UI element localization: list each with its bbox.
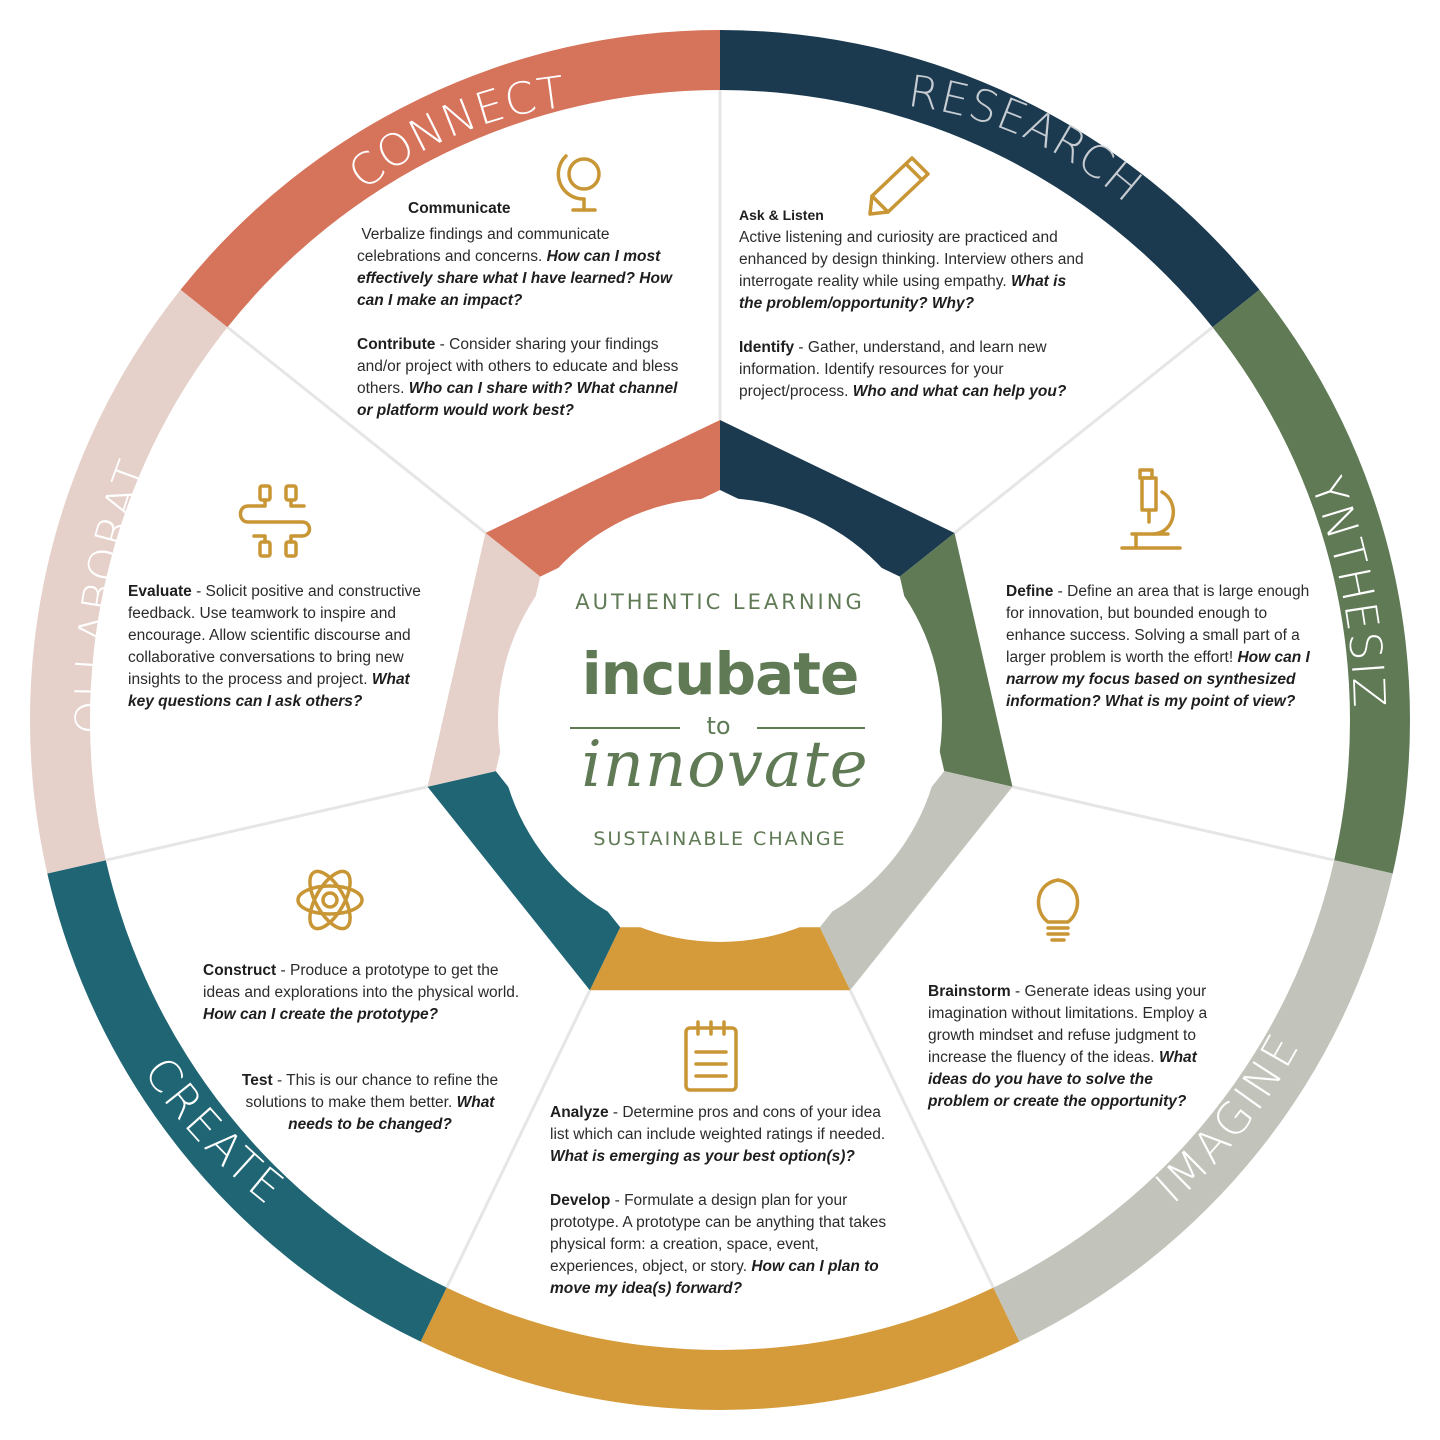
microscope-icon [1118, 468, 1184, 552]
communicate-body: Verbalize findings and communicate celeb… [357, 226, 610, 265]
hub-segment-create [427, 771, 621, 991]
lightbulb-icon [1030, 874, 1086, 946]
develop-title: Develop [550, 1192, 611, 1209]
evaluate-body: - Solicit positive and constructive feed… [128, 583, 421, 688]
hub-segment-research [720, 420, 955, 577]
test-question: What needs to be changed? [288, 1094, 495, 1133]
ring-segment-plan [420, 1287, 1020, 1410]
center-to: to [706, 712, 731, 740]
ring-label-plan: PLAN [657, 1014, 783, 1068]
atom-icon [294, 864, 366, 936]
ring-segment-collaborate [29, 289, 228, 874]
develop-body: - Formulate a design plan for your proto… [550, 1192, 887, 1275]
identify-title: Identify [739, 339, 795, 356]
identify-body: - Gather, understand, and learn new info… [739, 339, 1047, 400]
center-to-rule-right [757, 727, 865, 729]
analyze-question: What is emerging as your best option(s)? [550, 1148, 855, 1165]
spoke-divider [953, 326, 1214, 535]
contribute-title: Contribute [357, 336, 436, 353]
spoke-divider [226, 326, 487, 535]
hub-segment-synthesize [899, 532, 1013, 787]
test-body: - This is our chance to refine the solut… [245, 1072, 499, 1111]
notepad-icon [682, 1020, 740, 1094]
analyze-text: Analyze - Determine pros and cons of you… [550, 1102, 902, 1322]
define-text: Define - Define an area that is large en… [1006, 581, 1318, 735]
spoke-divider [105, 785, 428, 862]
jump-rope-icon [238, 484, 312, 558]
ring-segment-connect [180, 30, 721, 328]
brainstorm-title: Brainstorm [928, 983, 1011, 1000]
hub-segment-imagine [819, 771, 1013, 991]
ring-segment-synthesize [1212, 289, 1410, 874]
construct-body: - Produce a prototype to get the ideas a… [203, 962, 520, 1001]
define-question: How can I narrow my focus based on synth… [1006, 649, 1310, 710]
spoke-divider [848, 989, 995, 1289]
evaluate-question: What key questions can I ask others? [128, 671, 410, 710]
ask-listen-text: Ask & Listen Active listening and curios… [739, 204, 1089, 425]
evaluate-title: Evaluate [128, 583, 192, 600]
center-top-label: AUTHENTIC LEARNING [575, 590, 865, 614]
spoke-divider [445, 989, 592, 1289]
construct-title: Construct [203, 962, 277, 979]
ask-title: Ask & Listen [739, 207, 824, 223]
hub-segment-connect [485, 420, 720, 577]
pencil-icon [866, 150, 938, 218]
hub-center [498, 498, 942, 942]
evaluate-text: Evaluate - Solicit positive and construc… [128, 581, 428, 735]
define-body: - Define an area that is large enough fo… [1006, 583, 1310, 666]
test-title: Test [241, 1072, 273, 1089]
ask-question: What is the problem/opportunity? Why? [739, 273, 1067, 312]
construct-text: Construct - Produce a prototype to get t… [203, 960, 521, 1048]
develop-question: How can I plan to move my idea(s) forwar… [550, 1258, 879, 1297]
brainstorm-text: Brainstorm - Generate ideas using your i… [928, 981, 1218, 1135]
center-to-rule-left [570, 727, 680, 729]
globe-icon [556, 146, 612, 216]
hub-segment-plan [589, 927, 851, 991]
center-bottom-label: SUSTAINABLE CHANGE [593, 828, 847, 850]
center-script: innovate [581, 728, 869, 802]
inner-ring [427, 420, 1013, 991]
spokes [105, 90, 1335, 1289]
test-text: Test - This is our chance to refine the … [225, 1070, 515, 1158]
ring-segment-research [720, 30, 1260, 328]
ask-body: Active listening and curiosity are pract… [739, 229, 1084, 290]
analyze-title: Analyze [550, 1104, 609, 1121]
contribute-question: Who can I share with? What channel or pl… [357, 380, 678, 419]
communicate-text: Communicate Verbalize findings and commu… [357, 198, 697, 444]
ring-segment-create [47, 860, 447, 1342]
communicate-question: How can I most effectively share what I … [357, 248, 673, 309]
construct-question: How can I create the prototype? [203, 1006, 439, 1023]
brainstorm-body: - Generate ideas using your imagination … [928, 983, 1208, 1066]
hub-segment-collaborate [427, 532, 541, 787]
contribute-body: - Consider sharing your findings and/or … [357, 336, 679, 397]
ring-segment-imagine [993, 860, 1393, 1342]
spoke-divider [1012, 785, 1335, 862]
identify-question: Who and what can help you? [852, 383, 1067, 400]
communicate-title: Communicate [408, 200, 511, 217]
center-title: incubate [581, 640, 860, 708]
define-title: Define [1006, 583, 1054, 600]
brainstorm-question: What ideas do you have to solve the prob… [928, 1049, 1197, 1110]
analyze-body: - Determine pros and cons of your idea l… [550, 1104, 886, 1143]
